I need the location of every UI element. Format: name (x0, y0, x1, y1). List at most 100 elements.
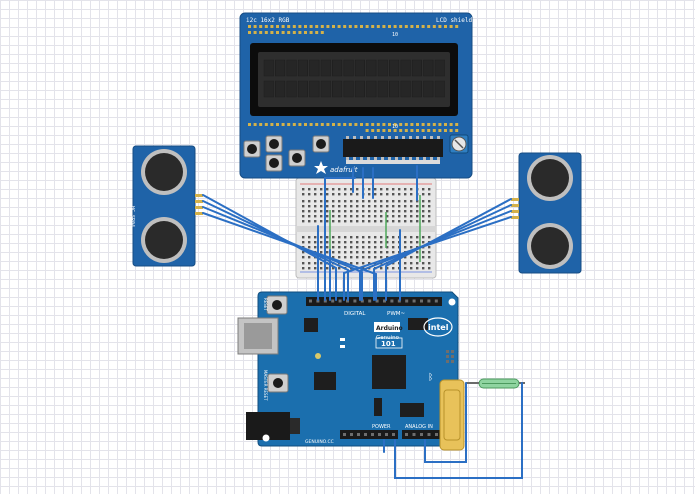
header-pin (253, 123, 257, 126)
breadboard-hole (302, 193, 305, 196)
breadboard-hole (428, 205, 431, 208)
breadboard-hole (386, 251, 389, 254)
lcd-pin-number-top: 10 (392, 32, 398, 38)
sensor-pin (511, 198, 519, 201)
chip-pin (388, 157, 391, 160)
breadboard-hole (422, 236, 425, 239)
header-pin (416, 129, 419, 132)
breadboard-hole (416, 236, 419, 239)
breadboard-hole (386, 200, 389, 203)
breadboard-hole (428, 220, 431, 223)
lcd-title-right: LCD shield (436, 17, 473, 24)
icsp-header (446, 350, 454, 363)
breadboard-hole (308, 193, 311, 196)
breadboard-hole (392, 220, 395, 223)
jumper-wire (202, 200, 349, 301)
breadboard-hole (410, 236, 413, 239)
header-pin (304, 31, 307, 34)
breadboard-hole (374, 251, 377, 254)
sensor-left-pins (195, 194, 203, 215)
breadboard-hole (368, 256, 371, 259)
lcd-button-left[interactable] (265, 154, 283, 172)
breadboard-hole (326, 215, 329, 218)
breadboard-hole (356, 256, 359, 259)
breadboard-hole (380, 251, 383, 254)
chip-pin (409, 136, 412, 139)
breadboard-hole (302, 220, 305, 223)
breadboard-hole (314, 188, 317, 191)
header-pin (365, 25, 369, 28)
breadboard-hole (332, 205, 335, 208)
lcd-button-right[interactable] (312, 135, 330, 153)
breadboard-hole (422, 241, 425, 244)
header-pin (332, 123, 335, 126)
breadboard-hole (314, 241, 317, 244)
breadboard-hole (344, 210, 347, 213)
breadboard-hole (362, 246, 365, 249)
breadboard-hole (392, 215, 395, 218)
breadboard-hole (416, 241, 419, 244)
jumper-wire (424, 382, 467, 463)
header-pin (320, 31, 324, 34)
header-pin (410, 123, 414, 126)
chip-pin (381, 157, 384, 160)
lcd-cell (332, 80, 343, 98)
lcd-cell (286, 80, 297, 98)
lcd-button-select[interactable] (243, 140, 261, 158)
breadboard-hole (326, 193, 329, 196)
reset-button[interactable] (266, 295, 288, 315)
breadboard-hole (350, 205, 353, 208)
breadboard-hole (326, 220, 329, 223)
header-pin (455, 123, 459, 126)
breadboard-hole (332, 220, 335, 223)
header-pin (304, 25, 307, 28)
master-reset-button[interactable] (267, 373, 289, 393)
lcd-button-up[interactable] (265, 135, 283, 153)
reed-switch (466, 378, 525, 389)
header-pin (354, 25, 358, 28)
breadboard-hole (416, 262, 419, 265)
chip-pin (423, 157, 426, 160)
breadboard-hole (404, 262, 407, 265)
breadboard-hole (428, 246, 431, 249)
lcd-cell (434, 80, 445, 98)
breadboard-hole (410, 262, 413, 265)
header-pin (259, 31, 263, 34)
chip-pin (388, 136, 391, 139)
breadboard-hole (422, 267, 425, 270)
lcd-shield: i2c 16x2 RGB LCD shield 10 10 (239, 12, 473, 179)
breadboard-hole (422, 200, 425, 203)
header-pin (399, 123, 403, 126)
breadboard-hole (362, 236, 365, 239)
lcd-pin-strip (346, 160, 440, 164)
analog-header (402, 430, 450, 439)
header-pin (298, 25, 302, 28)
header-pin (298, 123, 302, 126)
header-pin (253, 25, 257, 28)
breadboard-hole (362, 220, 365, 223)
analog-pin (435, 433, 438, 436)
breadboard-hole (410, 246, 413, 249)
breadboard-hole (314, 220, 317, 223)
ultrasonic-sensor-right: HC-SR04 (511, 152, 587, 274)
status-led (315, 353, 321, 359)
header-pin (337, 25, 341, 28)
chip-pin (360, 136, 363, 139)
breadboard-hole (332, 200, 335, 203)
jumper-wire (343, 216, 512, 301)
header-pin (432, 123, 436, 126)
lcd-button-down[interactable] (288, 149, 306, 167)
header-pin (444, 123, 447, 126)
breadboard-hole (344, 236, 347, 239)
sensor-left-transducer-bottom (141, 217, 187, 263)
breadboard-hole (362, 210, 365, 213)
header-pin (343, 123, 347, 126)
chip-pin (367, 136, 370, 139)
breadboard-hole (338, 188, 341, 191)
breadboard-hole (344, 188, 347, 191)
header-pin (281, 123, 285, 126)
contrast-potentiometer[interactable] (449, 134, 469, 154)
breadboard-hole (344, 241, 347, 244)
header-pin (326, 123, 330, 126)
